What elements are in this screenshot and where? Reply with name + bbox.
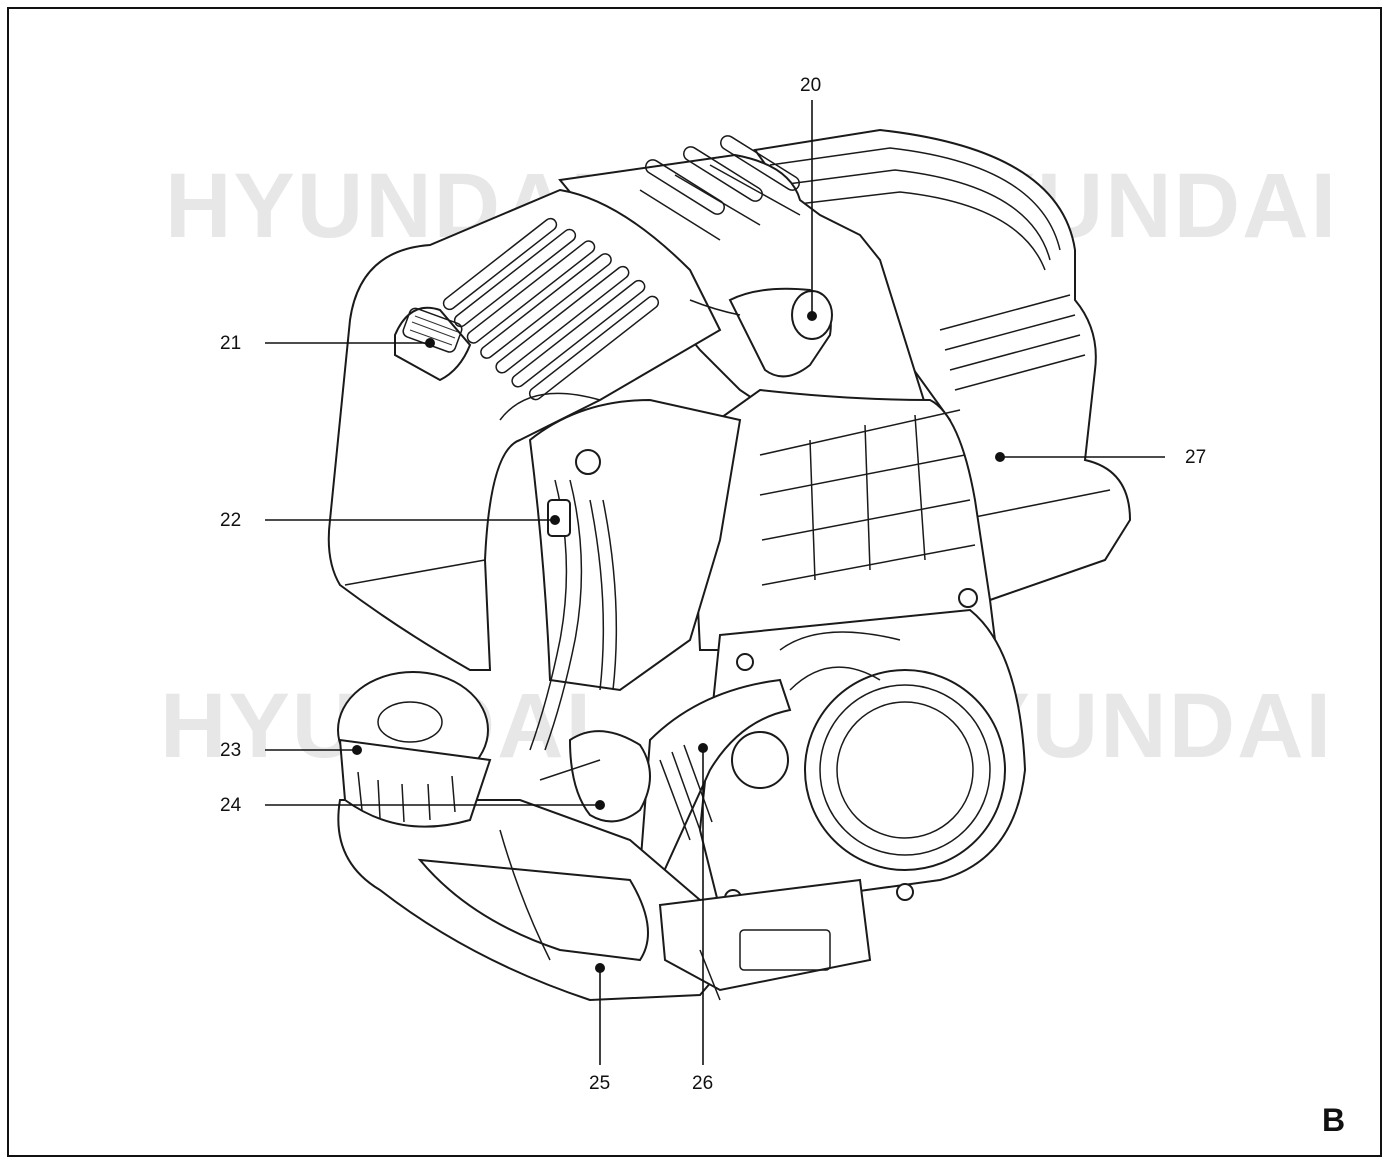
figure-label: B	[1322, 1102, 1346, 1138]
callout-20: 20	[800, 75, 822, 96]
callout-leaders	[265, 100, 1165, 1065]
callout-21: 21	[220, 333, 242, 354]
grille	[759, 409, 976, 586]
callout-22: 22	[220, 510, 242, 531]
cover-vent-slots	[442, 217, 660, 401]
callout-23: 23	[220, 740, 242, 761]
bottom-bracket	[658, 878, 872, 1001]
starter-handle	[638, 678, 792, 882]
callout-25: 25	[589, 1073, 611, 1094]
callout-24: 24	[220, 795, 242, 816]
primer-bulb	[539, 730, 651, 823]
fuel-line	[529, 449, 618, 751]
callout-27: 27	[1185, 447, 1207, 468]
recoil-starter	[698, 608, 1027, 912]
callout-26: 26	[692, 1073, 714, 1094]
air-filter-housing	[327, 188, 722, 671]
